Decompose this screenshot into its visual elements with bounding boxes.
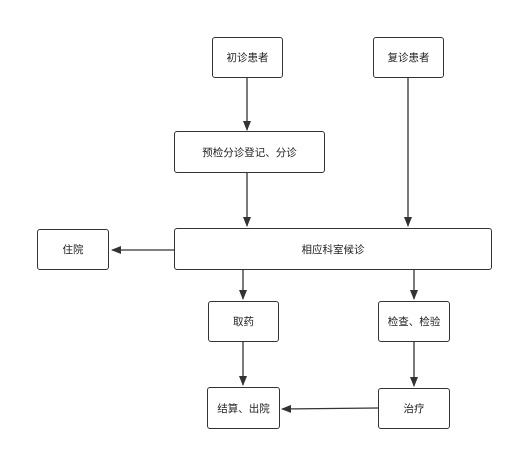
- node-medicine-label: 取药: [233, 316, 254, 328]
- node-return-visit: 复诊患者: [373, 37, 444, 78]
- node-treatment: 治疗: [378, 388, 450, 429]
- arrow-treatment-to-settle: [281, 404, 379, 413]
- node-first-visit-label: 初诊患者: [226, 52, 269, 64]
- node-medicine: 取药: [208, 301, 279, 342]
- node-hospitalization-label: 住院: [62, 244, 84, 256]
- node-department-wait-label: 相应科室候诊: [301, 243, 365, 256]
- node-examination-label: 检查、检验: [387, 316, 441, 328]
- node-pre-check-label: 预检分诊登记、分诊: [202, 146, 297, 159]
- node-examination: 检查、检验: [378, 301, 450, 342]
- node-return-visit-label: 复诊患者: [387, 52, 430, 64]
- node-settle-discharge-label: 结算、出院: [217, 402, 270, 415]
- node-hospitalization: 住院: [37, 229, 109, 270]
- node-pre-check: 预检分诊登记、分诊: [174, 131, 325, 173]
- node-treatment-label: 治疗: [403, 403, 425, 415]
- node-first-visit: 初诊患者: [212, 37, 283, 78]
- node-settle-discharge: 结算、出院: [207, 387, 280, 429]
- node-department-wait: 相应科室候诊: [174, 228, 492, 270]
